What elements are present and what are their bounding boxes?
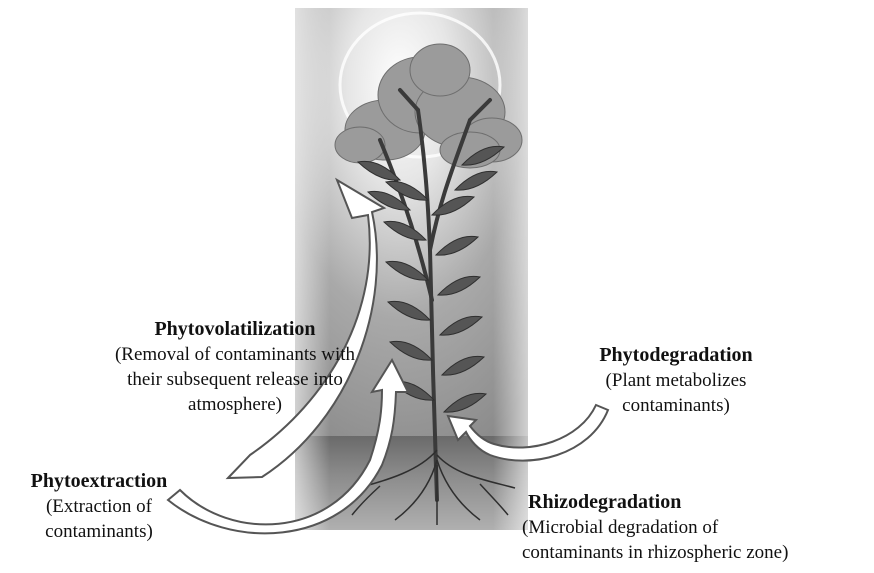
rhizodegradation-desc-line-1: (Microbial degradation of: [522, 515, 870, 540]
phytovolatilization-desc-line-1: (Removal of contaminants with: [40, 342, 430, 367]
phytoextraction-desc-line-2: contaminants): [4, 519, 194, 544]
phytodegradation-label: Phytodegradation (Plant metabolizes cont…: [566, 343, 786, 418]
phytoextraction-desc-line-1: (Extraction of: [4, 494, 194, 519]
phytodegradation-title: Phytodegradation: [566, 343, 786, 368]
phytoextraction-label: Phytoextraction (Extraction of contamina…: [4, 469, 194, 544]
phytoextraction-title: Phytoextraction: [4, 469, 194, 494]
phytovolatilization-desc-line-2: their subsequent release into: [40, 367, 430, 392]
rhizodegradation-desc-line-2: contaminants in rhizospheric zone): [522, 540, 870, 565]
phytovolatilization-desc-line-3: atmosphere): [40, 392, 430, 417]
phytodegradation-desc-line-1: (Plant metabolizes: [566, 368, 786, 393]
phytovolatilization-label: Phytovolatilization (Removal of contamin…: [40, 317, 430, 417]
rhizodegradation-label: Rhizodegradation (Microbial degradation …: [522, 490, 870, 565]
phytodegradation-desc-line-2: contaminants): [566, 393, 786, 418]
phytovolatilization-title: Phytovolatilization: [40, 317, 430, 342]
rhizodegradation-title: Rhizodegradation: [522, 490, 870, 515]
